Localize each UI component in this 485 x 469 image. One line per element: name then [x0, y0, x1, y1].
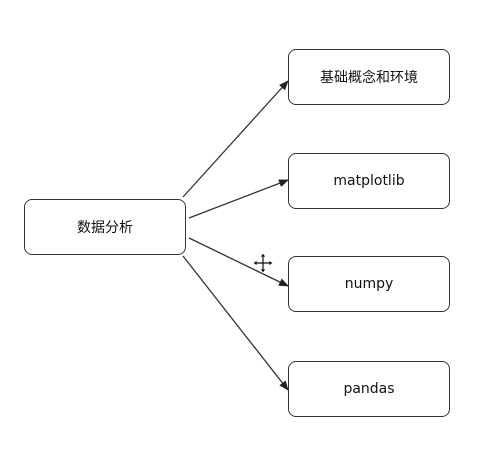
branch-node-label: numpy	[344, 276, 394, 292]
edge-to-branch-3	[188, 237, 289, 287]
edge-to-branch-1	[182, 80, 289, 198]
branch-node-pandas[interactable]: pandas	[288, 361, 450, 417]
branch-node-label: 基础概念和环境	[320, 70, 418, 86]
root-node[interactable]: 数据分析	[24, 199, 186, 255]
branch-node-numpy[interactable]: numpy	[288, 256, 450, 312]
branch-node-matplotlib[interactable]: matplotlib	[288, 153, 450, 209]
root-node-label: 数据分析	[77, 220, 133, 236]
move-cursor-icon	[252, 252, 274, 274]
edge-to-branch-2	[188, 179, 289, 219]
branch-node-label: matplotlib	[333, 173, 405, 189]
branch-node-basics[interactable]: 基础概念和环境	[288, 49, 450, 105]
edge-to-branch-4	[182, 255, 289, 391]
branch-node-label: pandas	[343, 381, 395, 397]
